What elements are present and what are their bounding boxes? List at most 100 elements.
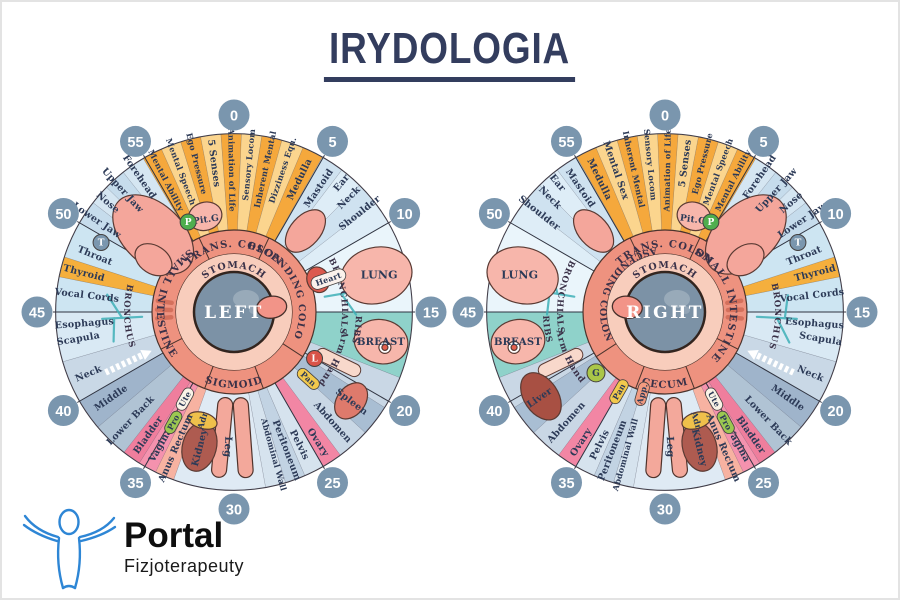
clock-number: 35 bbox=[558, 476, 574, 492]
ring-divider bbox=[595, 343, 617, 358]
ring-divider bbox=[258, 237, 270, 260]
organ-shape bbox=[353, 318, 409, 365]
organ-badge-label: G bbox=[592, 369, 600, 379]
organ-badge bbox=[306, 350, 324, 367]
intestine-coil-shape bbox=[725, 298, 744, 306]
clock-number-badge bbox=[478, 395, 510, 426]
colon-ring-outline bbox=[151, 229, 317, 395]
organ-badge bbox=[702, 213, 720, 231]
clock-number: 55 bbox=[558, 135, 574, 151]
clock-number: 25 bbox=[324, 476, 340, 492]
clock-number-badge bbox=[21, 296, 53, 328]
sector-line bbox=[76, 352, 164, 403]
organ-badge bbox=[296, 367, 320, 390]
organ-badge bbox=[92, 234, 110, 252]
pupil-highlight bbox=[680, 306, 690, 314]
clock-number: 0 bbox=[230, 108, 238, 124]
ring-label: SIGMOID bbox=[203, 375, 264, 391]
eye-side-label: RIGHT bbox=[626, 303, 704, 323]
organ-shape bbox=[681, 411, 712, 430]
spine-shape bbox=[755, 352, 795, 376]
organ-shape bbox=[704, 194, 787, 275]
segment-label: Pit.G bbox=[679, 214, 706, 228]
segment-label: LUNG bbox=[361, 269, 398, 282]
clock-number: 5 bbox=[328, 135, 336, 151]
organ-badge bbox=[716, 410, 735, 435]
organ-shape bbox=[340, 246, 413, 305]
segment-label: BREAST bbox=[357, 337, 405, 348]
clock-number: 50 bbox=[486, 207, 502, 223]
clock-number: 35 bbox=[127, 476, 143, 492]
ring-divider bbox=[685, 365, 695, 389]
ring-label: CECUM bbox=[640, 377, 689, 392]
organ-badge bbox=[704, 387, 724, 411]
clock-number: 20 bbox=[397, 404, 413, 420]
clock-number: 5 bbox=[759, 135, 767, 151]
clock-number: 20 bbox=[828, 404, 844, 420]
organ-badge bbox=[179, 213, 197, 231]
clock-number-badge bbox=[389, 395, 421, 426]
organ-badge bbox=[586, 363, 606, 383]
body-under-layer bbox=[210, 347, 362, 479]
iris-outer-edge bbox=[55, 133, 413, 491]
ring-divider bbox=[160, 337, 183, 350]
organ-shape bbox=[112, 194, 195, 275]
logo-text: Portal Fizjoterapeuty bbox=[124, 518, 244, 577]
clock-number: 25 bbox=[755, 476, 771, 492]
clock-number-badge bbox=[120, 125, 151, 157]
clock-number-badge bbox=[120, 467, 151, 499]
portal-fizjoterapeuty-logo: Portal Fizjoterapeuty bbox=[20, 502, 280, 594]
clock-number-badge bbox=[820, 198, 852, 229]
spine-arrow bbox=[747, 350, 759, 360]
clock-number-badge bbox=[551, 125, 582, 157]
organ-shape bbox=[486, 246, 559, 305]
clock-number-badge bbox=[846, 296, 878, 328]
organ-shape bbox=[284, 209, 327, 253]
ring-divider bbox=[716, 337, 739, 350]
ring-divider bbox=[629, 237, 641, 260]
clock-number-badge bbox=[218, 99, 250, 131]
sector-line bbox=[274, 382, 325, 470]
organ-badge bbox=[789, 234, 807, 252]
page-title: IRYDOLOGIA bbox=[324, 24, 576, 82]
sector-line bbox=[507, 221, 595, 272]
organ-shape bbox=[510, 343, 518, 351]
organ-badge-label: T bbox=[795, 239, 802, 249]
organ-shape bbox=[187, 411, 218, 430]
clock-number: 55 bbox=[127, 135, 143, 151]
organ-layer bbox=[486, 194, 787, 472]
sector-line bbox=[304, 221, 392, 272]
leg-shape bbox=[645, 397, 667, 479]
organ-shape bbox=[381, 343, 389, 351]
organ-badge-label: L bbox=[311, 355, 318, 365]
organ-badge bbox=[175, 387, 195, 411]
intestine-coil-shape bbox=[155, 315, 174, 321]
human-figure-icon bbox=[22, 508, 117, 590]
left-iris-chart: TRANS. COLONDESCENDING COLONSIGMOIDSMALL… bbox=[14, 92, 447, 525]
clock-number: 30 bbox=[226, 502, 242, 518]
organ-shape bbox=[520, 372, 562, 421]
clock-number-badge bbox=[649, 99, 681, 131]
arm-shape bbox=[537, 347, 584, 378]
clock-number-badge bbox=[551, 467, 582, 499]
sector-line bbox=[735, 352, 823, 403]
organ-badge bbox=[164, 410, 183, 435]
segment-label: Pit.G bbox=[192, 214, 219, 228]
ring-divider bbox=[198, 237, 210, 260]
segment-label: Leg bbox=[221, 436, 233, 457]
clock-number: 10 bbox=[828, 207, 844, 223]
intestine-coil-shape bbox=[155, 298, 174, 306]
clock-number: 40 bbox=[486, 404, 502, 420]
sector-line bbox=[574, 154, 625, 242]
intestine-coil-shape bbox=[725, 315, 744, 321]
organ-badge bbox=[609, 379, 629, 405]
ring-divider bbox=[689, 237, 701, 260]
segment-label: BREAST bbox=[494, 337, 542, 348]
iris-outer-edge bbox=[486, 133, 844, 491]
stomach-organ-shape bbox=[611, 295, 643, 319]
clock-number: 30 bbox=[657, 502, 673, 518]
spine-arrow bbox=[140, 350, 152, 360]
